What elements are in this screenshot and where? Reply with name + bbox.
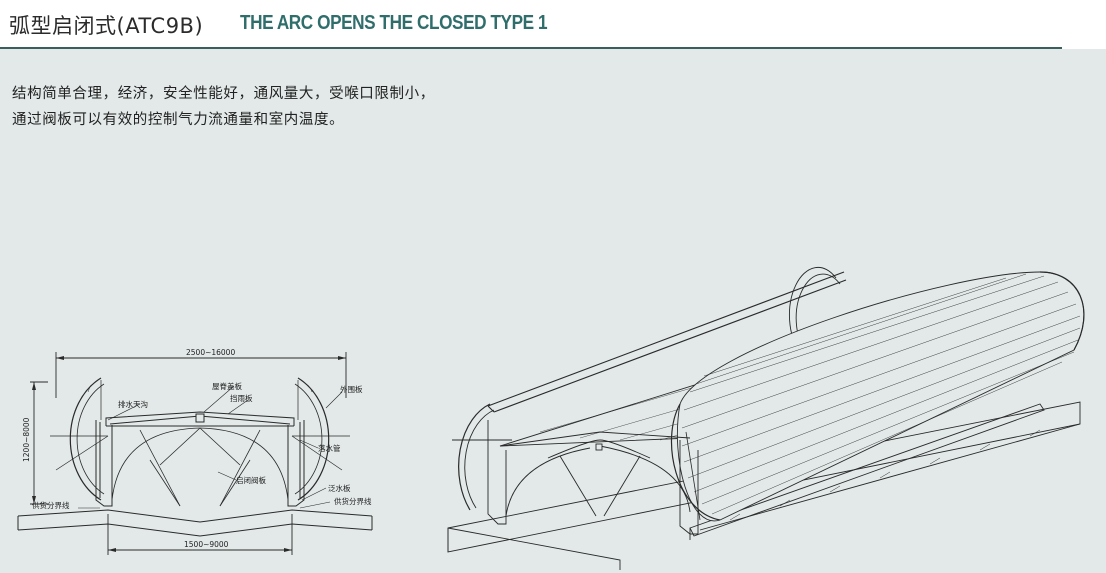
section-drawing: [17, 352, 373, 555]
description: 结构简单合理，经济，安全性能好，通风量大，受喉口限制小， 通过阀板可以有效的控制…: [12, 81, 435, 133]
left-arc-panel: [69, 377, 105, 501]
dimension-height-label: 1200~8000: [22, 417, 31, 462]
title-chinese: 弧型启闭式(ATC9B): [9, 14, 204, 38]
title-english: THE ARC OPENS THE CLOSED TYPE 1: [240, 12, 548, 34]
label-supply-line-right: 供货分界线: [334, 496, 372, 506]
iso-ridge-rail: [487, 271, 847, 413]
top-frame: [105, 411, 295, 427]
dimension-height: [30, 381, 48, 505]
label-valve-plate: 启闭阀板: [236, 475, 266, 485]
dimension-bottom: [107, 514, 293, 555]
description-line-1: 结构简单合理，经济，安全性能好，通风量大，受喉口限制小，: [12, 86, 435, 102]
dimension-top: [55, 352, 347, 398]
header: 弧型启闭式(ATC9B) THE ARC OPENS THE CLOSED TY…: [0, 0, 1106, 46]
label-rain-baffle: 挡雨板: [230, 393, 253, 403]
roof-slab: [17, 509, 373, 537]
leader-lines: [78, 385, 343, 509]
header-divider: [0, 47, 1062, 49]
label-drain-gutter: 排水天沟: [118, 399, 148, 409]
iso-near-section: [452, 403, 699, 535]
isometric-view: [447, 266, 1085, 570]
label-ridge-cover: 屋脊盖板: [212, 381, 242, 391]
curb-left: [95, 420, 113, 507]
dimension-bottom-label: 1500~9000: [184, 540, 229, 549]
label-flashing: 泛水板: [328, 483, 351, 493]
iso-dome: [670, 271, 1085, 522]
curb-right: [287, 420, 305, 507]
description-line-2: 通过阀板可以有效的控制气力流通量和室内温度。: [12, 112, 345, 128]
label-outer-panel: 外围板: [340, 384, 363, 394]
label-supply-line-left: 供货分界线: [32, 500, 70, 510]
valve-plates: [111, 427, 289, 507]
dimension-top-label: 2500~16000: [186, 348, 235, 357]
label-downpipe: 落水管: [318, 443, 341, 453]
arc-bracing: [50, 380, 350, 471]
